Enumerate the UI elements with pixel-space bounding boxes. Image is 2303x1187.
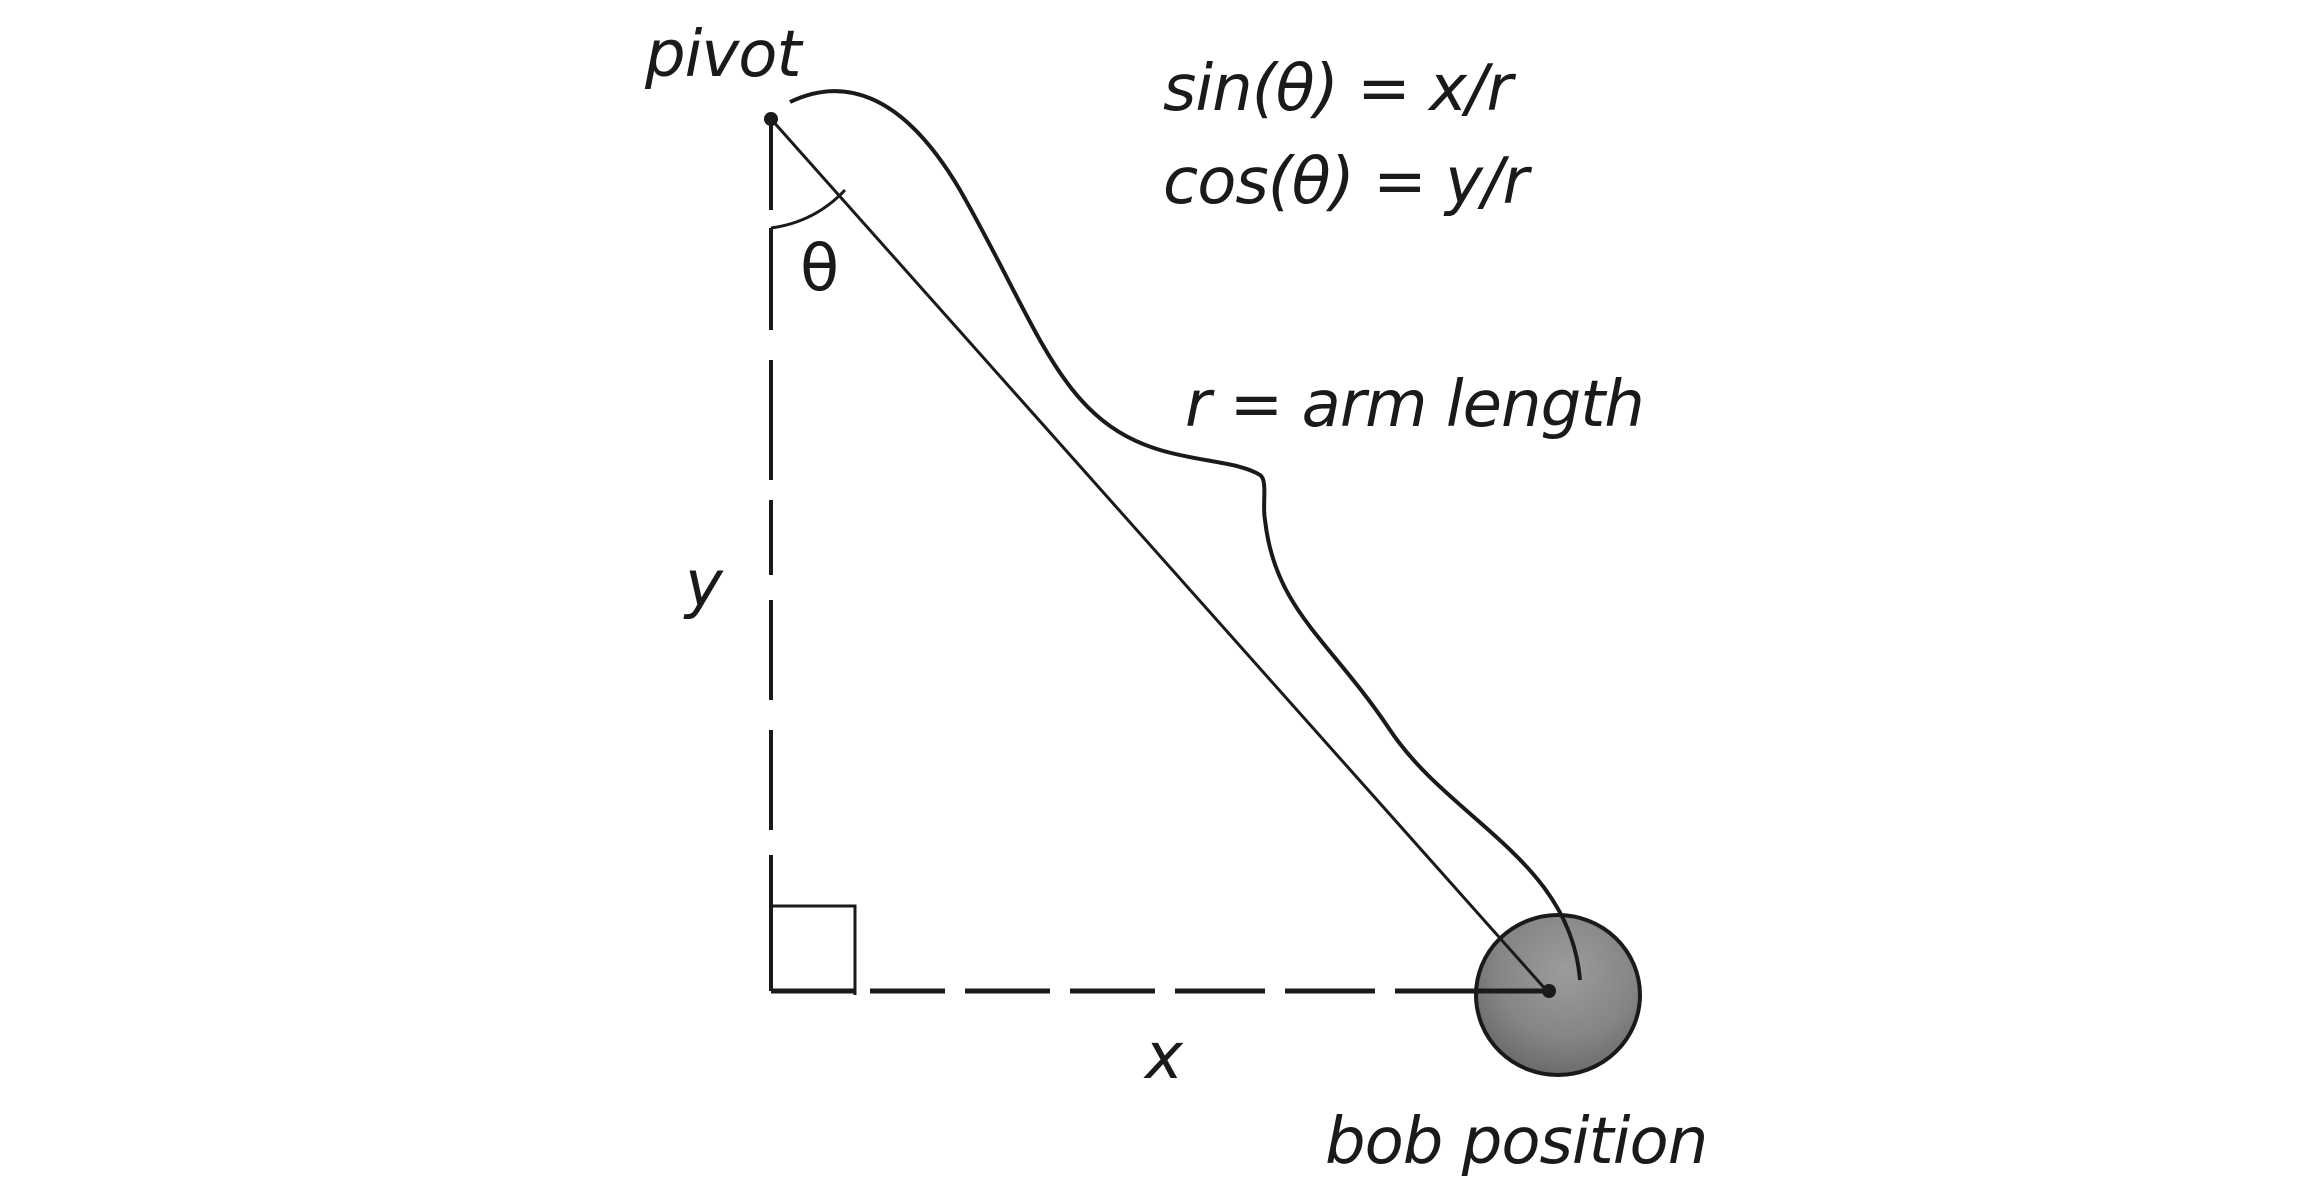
arm-length-brace	[789, 89, 1582, 981]
y-label: y	[685, 548, 723, 622]
arm-length-label: r = arm length	[1185, 368, 1645, 442]
right-angle-marker	[771, 904, 857, 995]
bob-position-label: bob position	[1325, 1105, 1708, 1179]
pivot-dot	[764, 112, 778, 126]
theta-arc	[770, 188, 847, 230]
pivot-label: pivot	[645, 18, 802, 92]
sin-equation: sin(θ) = x/r	[1163, 52, 1513, 126]
bob-circle	[1474, 913, 1642, 1077]
theta-label: θ	[800, 232, 839, 306]
pendulum-arm	[769, 118, 1549, 992]
x-label: x	[1145, 1020, 1183, 1094]
bob-center-dot	[1542, 984, 1556, 998]
cos-equation: cos(θ) = y/r	[1163, 145, 1529, 219]
